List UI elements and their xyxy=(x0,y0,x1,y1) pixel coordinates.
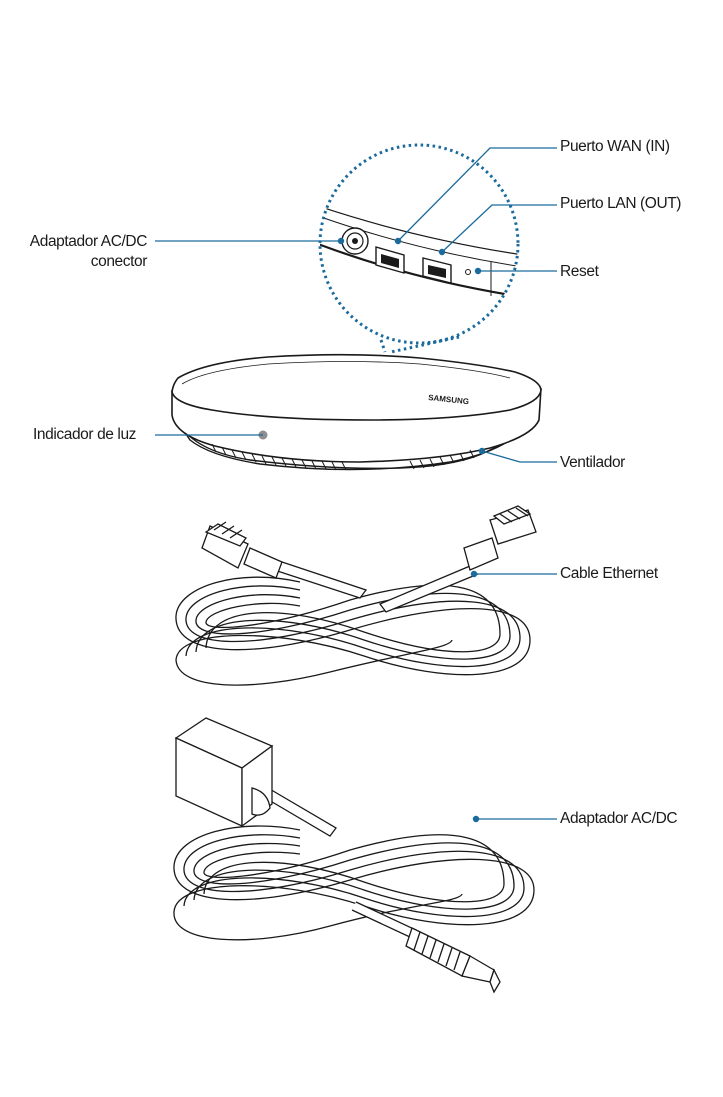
leader-lan xyxy=(441,204,557,253)
ethernet-plug-right xyxy=(463,505,537,571)
zoom-circle xyxy=(318,143,520,345)
rear-panel-zoom-callout xyxy=(318,143,520,354)
leader-lines xyxy=(155,147,557,820)
label-adapter-connector-line2: conector xyxy=(90,253,148,270)
label-light-indicator: Indicador de luz xyxy=(33,426,137,443)
reset-hole-icon xyxy=(465,269,471,275)
vent-lines xyxy=(211,443,475,471)
ac-dc-adapter-illustration xyxy=(173,717,535,994)
leader-wan xyxy=(397,147,557,242)
rear-panel-closeup xyxy=(320,205,518,300)
leader-endpoints xyxy=(337,237,486,823)
label-reset: Reset xyxy=(560,263,599,280)
label-adapter-connector: Adaptador AC/DC conector xyxy=(14,232,148,272)
lan-port-icon xyxy=(422,257,452,284)
label-wan-port: Puerto WAN (IN) xyxy=(560,138,670,155)
leader-fan xyxy=(481,450,557,463)
label-ac-dc-adapter: Adaptador AC/DC xyxy=(560,810,678,827)
ethernet-plug-left xyxy=(201,521,283,579)
ethernet-cable-illustration xyxy=(175,505,537,686)
adapter-brick xyxy=(174,717,274,828)
label-lan-port: Puerto LAN (OUT) xyxy=(560,195,682,212)
samsung-logo: SAMSUNG xyxy=(428,393,470,406)
dc-jack-icon xyxy=(341,227,369,255)
dc-plug xyxy=(405,927,501,994)
label-ethernet-cable: Cable Ethernet xyxy=(560,565,658,582)
label-fan: Ventilador xyxy=(560,454,625,471)
label-adapter-connector-line1: Adaptador AC/DC xyxy=(29,233,148,250)
wan-port-icon xyxy=(375,246,405,274)
smart-hub-device: SAMSUNG xyxy=(171,353,542,471)
